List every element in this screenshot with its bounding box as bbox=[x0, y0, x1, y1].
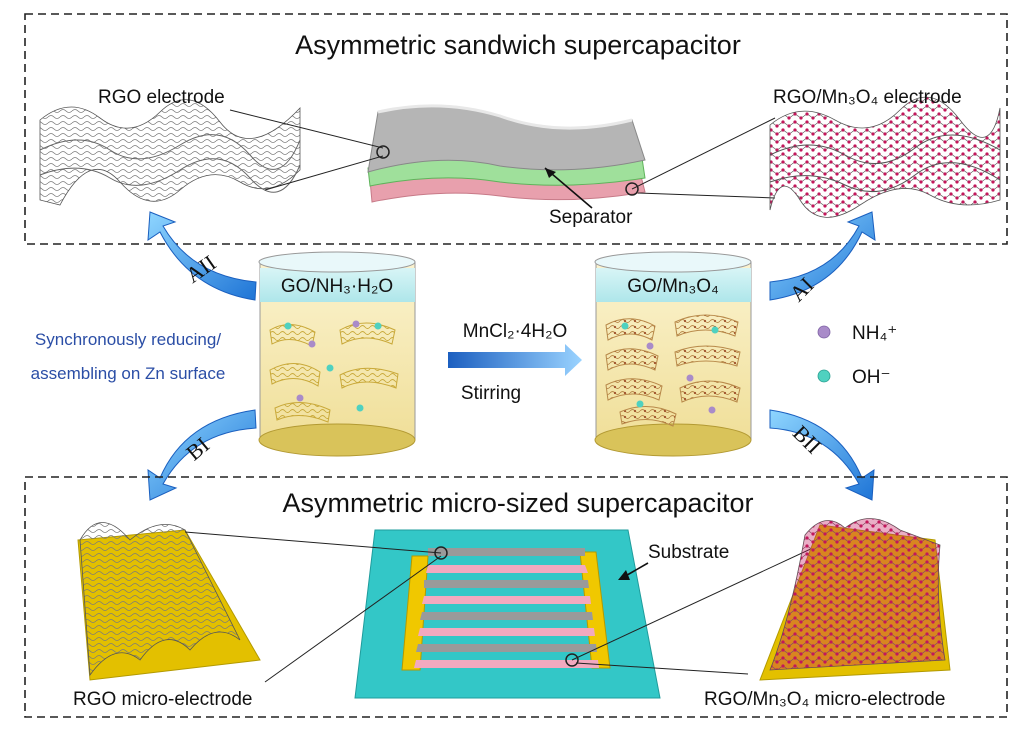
top-panel: Asymmetric sandwich supercapacitor RGO e… bbox=[24, 13, 1008, 245]
process-note-line1: Synchronously reducing/ bbox=[35, 330, 221, 349]
rgo-mn3o4-micro-electrode-illustration bbox=[759, 518, 951, 681]
process-note-line2: assembling on Zn surface bbox=[31, 364, 226, 383]
callout-circle bbox=[376, 145, 390, 159]
rgo-micro-electrode-illustration bbox=[77, 522, 261, 681]
arrow-top-left bbox=[147, 211, 257, 301]
legend-label-oh: OH⁻ bbox=[852, 367, 891, 388]
substrate-label: Substrate bbox=[648, 542, 729, 563]
rgo-micro-electrode-label: RGO micro-electrode bbox=[73, 689, 253, 710]
beaker-left bbox=[258, 251, 416, 457]
pointer-line bbox=[631, 117, 776, 190]
pointer-line bbox=[637, 192, 776, 199]
separator-label: Separator bbox=[549, 207, 633, 228]
process-arrow bbox=[448, 344, 582, 376]
micro-device bbox=[354, 529, 661, 699]
pointer-line bbox=[571, 539, 831, 661]
arrow-bottom-left bbox=[147, 409, 257, 501]
beaker-right bbox=[594, 251, 752, 457]
go-mn3o4-flakes bbox=[605, 314, 741, 427]
pointer-line bbox=[184, 531, 442, 554]
arrow-top-right bbox=[769, 211, 876, 301]
legend-label-nh4: NH₄⁺ bbox=[852, 323, 897, 344]
pointer-line bbox=[264, 555, 442, 683]
legend-swatch-nh4 bbox=[817, 325, 831, 339]
go-flakes bbox=[269, 322, 399, 423]
bottom-panel: Asymmetric micro-sized supercapacitor RG… bbox=[24, 476, 1008, 718]
legend-swatch-oh bbox=[817, 369, 831, 383]
process-action: Stirring bbox=[461, 383, 521, 404]
bottom-panel-title: Asymmetric micro-sized supercapacitor bbox=[282, 488, 753, 518]
legend: NH₄⁺ OH⁻ bbox=[817, 323, 897, 388]
pointer-line bbox=[229, 109, 384, 149]
arrow-bottom-right bbox=[769, 409, 875, 501]
rgo-electrode-illustration bbox=[39, 99, 301, 206]
top-panel-title: Asymmetric sandwich supercapacitor bbox=[295, 30, 741, 60]
rgo-mn3o4-micro-electrode-label: RGO/Mn₃O₄ micro-electrode bbox=[704, 689, 945, 710]
callout-circle bbox=[565, 653, 579, 667]
pointer-line bbox=[264, 155, 384, 191]
process-reagent: MnCl₂·4H₂O bbox=[463, 321, 567, 342]
sandwich-device bbox=[367, 104, 646, 203]
pointer-line bbox=[575, 662, 749, 675]
rgo-mn3o4-electrode-label: RGO/Mn₃O₄ electrode bbox=[773, 87, 962, 108]
beaker-right-label: GO/Mn₃O₄ bbox=[627, 276, 719, 297]
callout-circle bbox=[625, 182, 639, 196]
rgo-mn3o4-electrode-illustration bbox=[769, 96, 1001, 218]
rgo-electrode-label: RGO electrode bbox=[98, 87, 225, 108]
beaker-left-label: GO/NH₃·H₂O bbox=[281, 276, 393, 297]
